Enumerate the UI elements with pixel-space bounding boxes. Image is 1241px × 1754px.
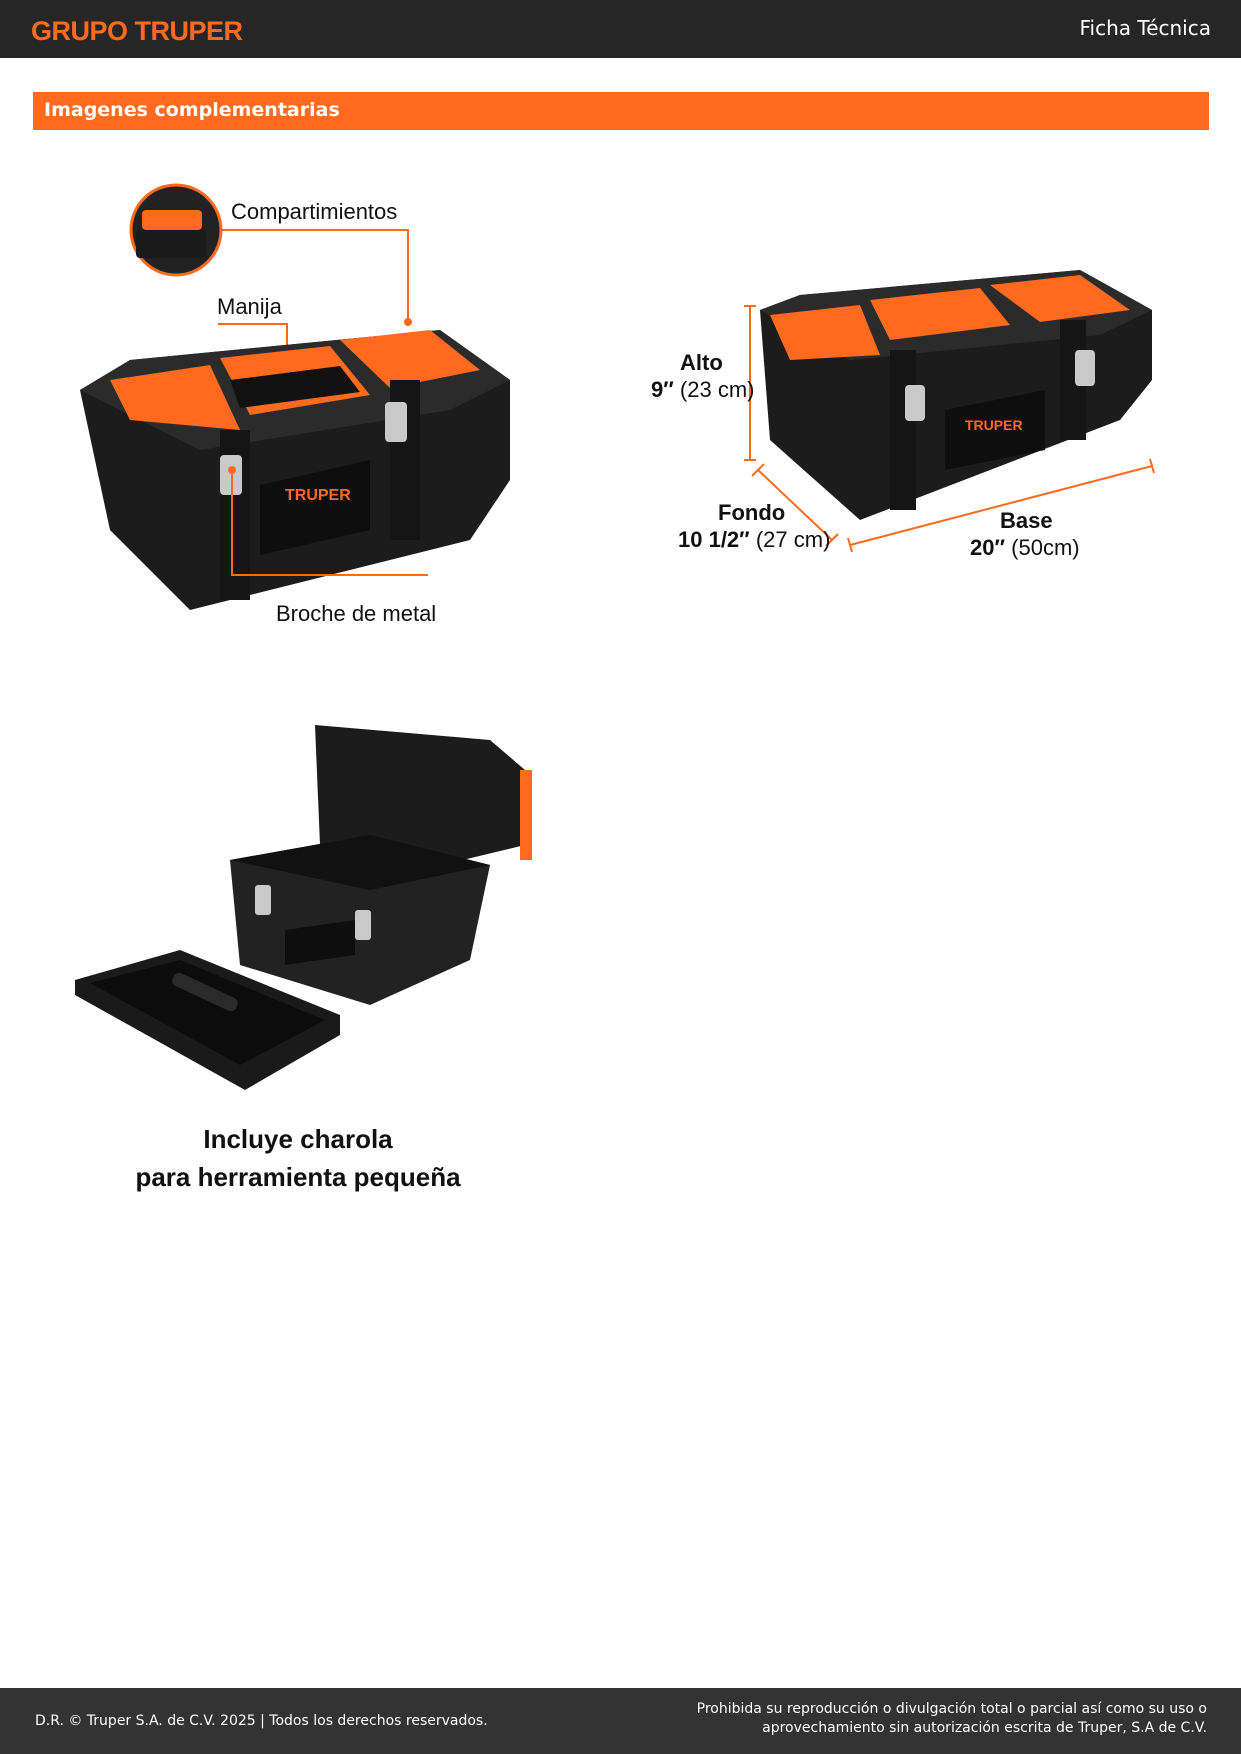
base-value: 20″ (50cm) <box>970 535 1080 560</box>
toolbox-closed: TRUPER <box>760 270 1152 520</box>
label-base: Base <box>1000 508 1053 533</box>
small-tool-tray <box>75 950 340 1090</box>
legal-notice-line-2: aprovechamiento sin autorización escrita… <box>762 1720 1207 1736</box>
toolbox-open <box>230 725 532 1005</box>
label-compartments: Compartimientos <box>231 199 398 224</box>
brand-mark: TRUPER <box>965 417 1023 433</box>
dimension-lines <box>744 305 1155 553</box>
legal-notice-line-1: Prohibida su reproducción o divulgación … <box>696 1701 1207 1717</box>
height-value: 9″ (23 cm) <box>651 377 755 402</box>
label-depth: Fondo <box>718 500 786 525</box>
toolbox-closed: TRUPER <box>80 330 510 610</box>
brand-logo: GRUPO TRUPER <box>31 16 243 46</box>
open-toolbox-tray-image <box>75 725 532 1090</box>
copyright-text: D.R. © Truper S.A. de C.V. 2025 | Todos … <box>35 1713 488 1729</box>
page-footer: D.R. © Truper S.A. de C.V. 2025 | Todos … <box>0 1688 1241 1754</box>
document-title: Ficha Técnica <box>1079 16 1212 40</box>
label-handle: Manija <box>217 294 282 319</box>
label-height: Alto <box>680 350 723 375</box>
toolbox-dimensions-image: TRUPER <box>760 270 1152 520</box>
tray-caption: Incluye charola para herramienta pequeña <box>98 1120 498 1196</box>
legal-notice: Prohibida su reproducción o divulgación … <box>697 1700 1207 1738</box>
caption-line-2: para herramienta pequeña <box>135 1162 461 1192</box>
page-header: GRUPO TRUPER Ficha Técnica <box>0 0 1241 58</box>
brand-mark: TRUPER <box>285 487 351 504</box>
toolbox-callout-image: TRUPER <box>80 183 510 610</box>
caption-line-1: Incluye charola <box>203 1124 393 1154</box>
section-header: Imagenes complementarias <box>33 92 1209 130</box>
depth-value: 10 1/2″ (27 cm) <box>678 527 831 552</box>
section-title: Imagenes complementarias <box>44 99 340 121</box>
label-latch: Broche de metal <box>276 601 437 626</box>
compartment-inset <box>129 183 223 277</box>
